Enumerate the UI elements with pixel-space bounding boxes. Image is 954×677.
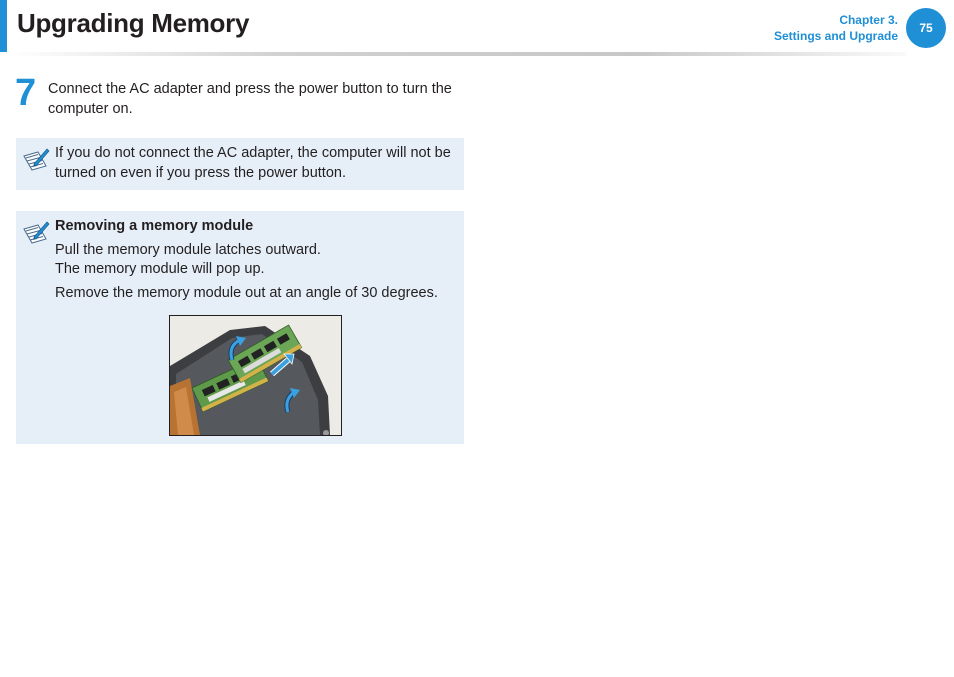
step-number: 7 — [15, 72, 37, 114]
page-number-badge: 75 — [906, 8, 946, 48]
chapter-number: Chapter 3. — [839, 13, 898, 27]
memory-module-removal-illustration — [169, 315, 342, 436]
memory-illustration-graphic — [170, 316, 341, 435]
note-line-1: Pull the memory module latches outward. — [55, 242, 321, 258]
chapter-label: Chapter 3. Settings and Upgrade — [774, 12, 898, 44]
note-line-2: The memory module will pop up. — [55, 261, 265, 277]
header-divider — [7, 52, 907, 56]
note-box-removing-memory: Removing a memory module Pull the memory… — [16, 211, 464, 444]
chapter-name: Settings and Upgrade — [773, 29, 898, 43]
step-instruction: Connect the AC adapter and press the pow… — [48, 81, 452, 117]
note-text: If you do not connect the AC adapter, th… — [55, 145, 451, 181]
header-accent-bar — [0, 0, 7, 52]
note-line-3: Remove the memory module out at an angle… — [55, 285, 438, 301]
note-heading: Removing a memory module — [55, 218, 254, 234]
note-pencil-icon — [23, 221, 50, 244]
note-box-ac-adapter: If you do not connect the AC adapter, th… — [16, 138, 464, 190]
note-pencil-icon — [23, 148, 50, 171]
page-title: Upgrading Memory — [17, 8, 250, 38]
